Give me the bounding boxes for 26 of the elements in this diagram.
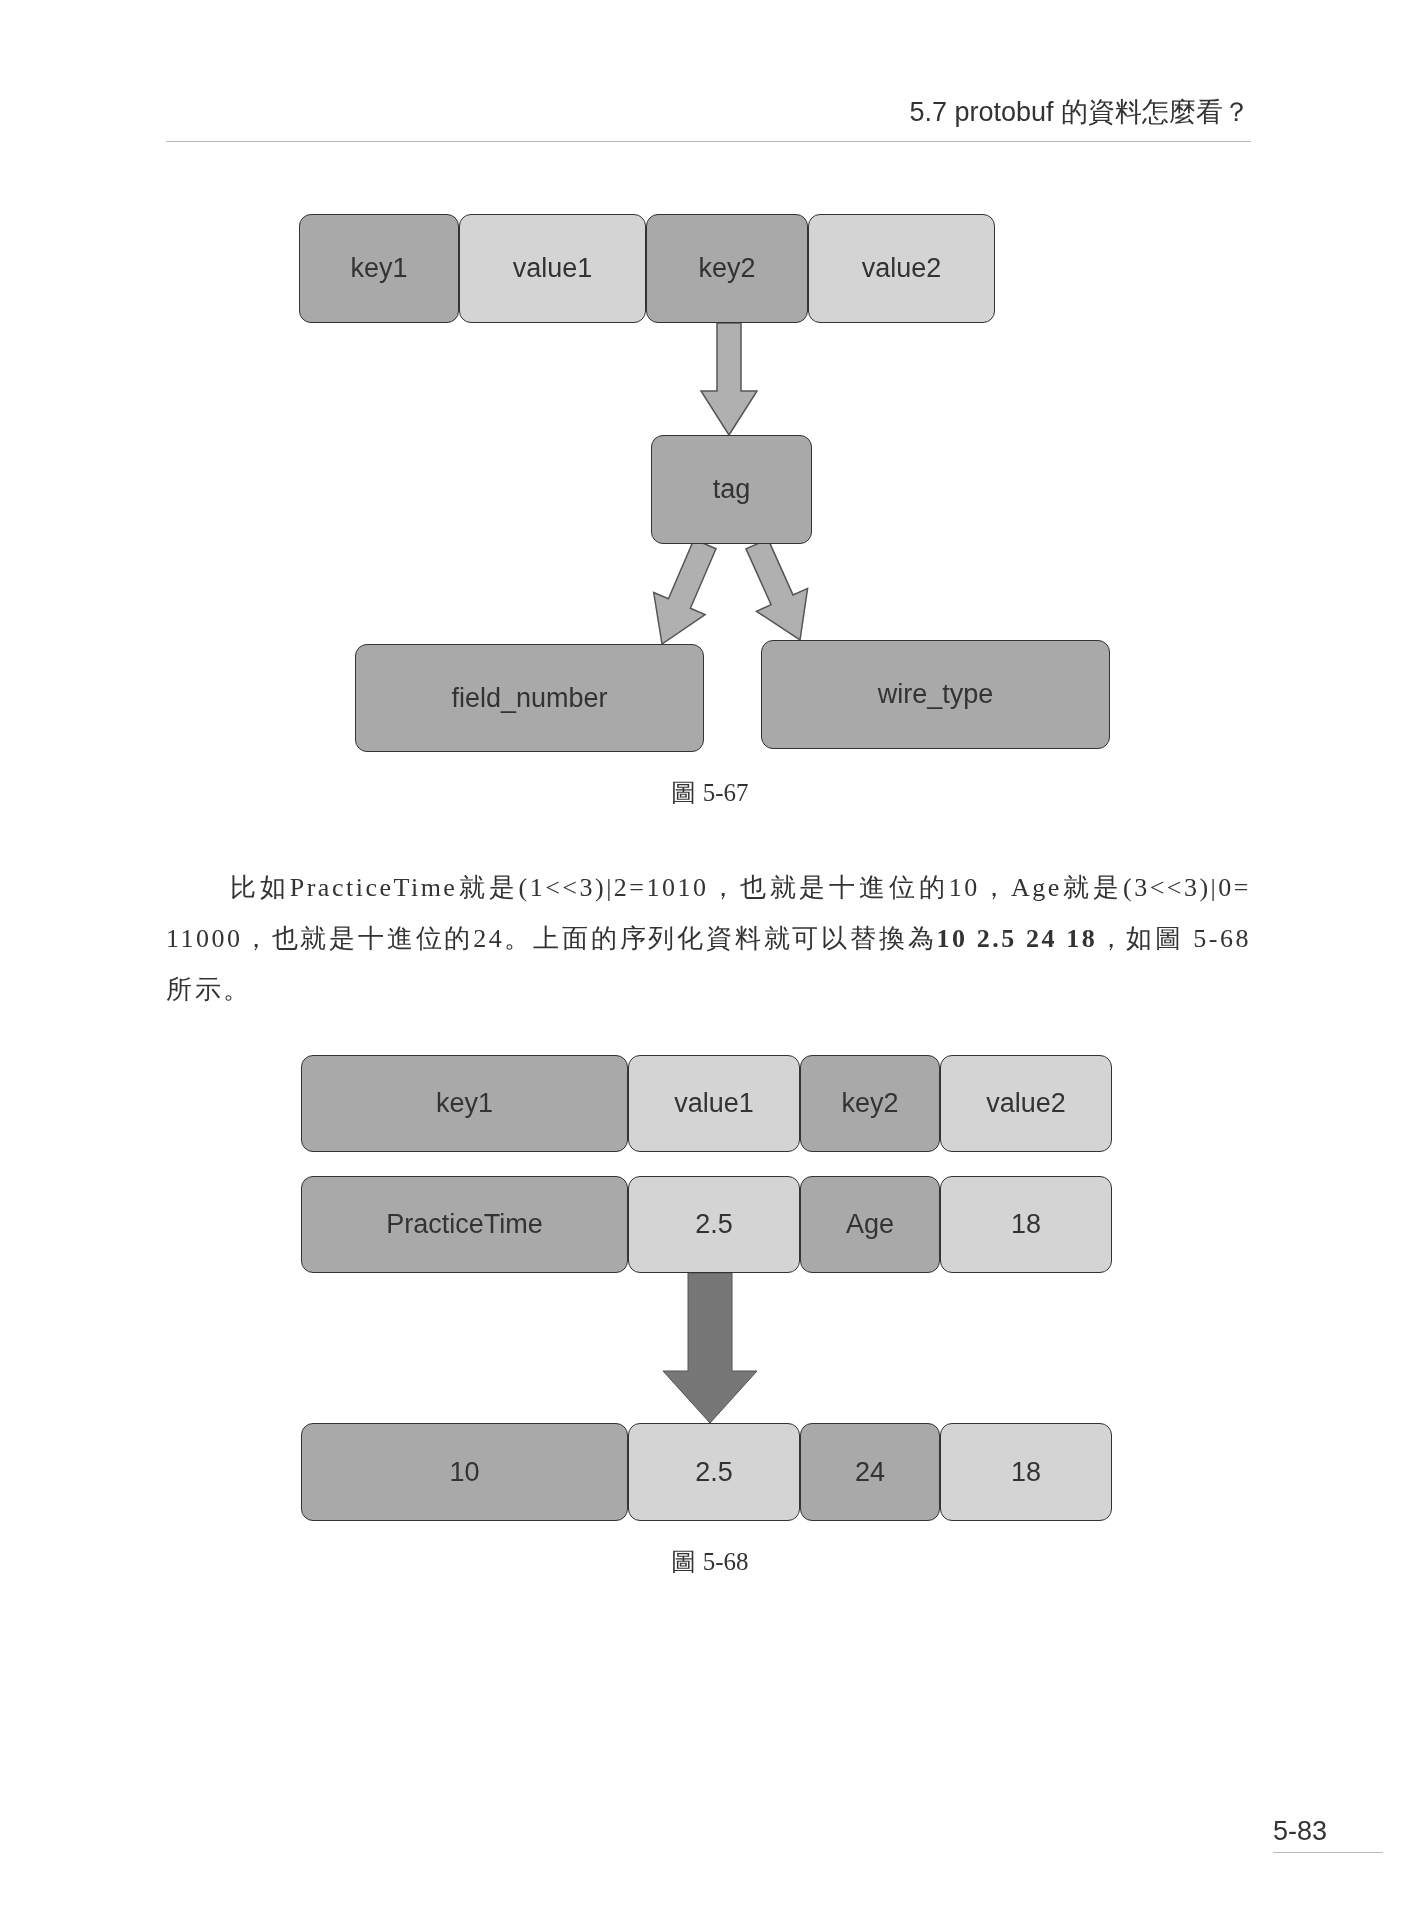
field-box: Age <box>800 1176 940 1273</box>
field-box: key1 <box>299 214 459 323</box>
field-box: 18 <box>940 1423 1112 1521</box>
field-box: value1 <box>628 1055 800 1152</box>
field-box: key2 <box>646 214 808 323</box>
figure-caption: 圖 5-68 <box>670 1547 750 1577</box>
running-header: 5.7 protobuf 的資料怎麼看？ <box>908 96 1250 129</box>
block-arrow <box>699 322 759 437</box>
field-box: 2.5 <box>628 1423 800 1521</box>
field-box: wire_type <box>761 640 1110 749</box>
body-paragraph: 比如PracticeTime就是(1<<3)|2=1010，也就是十進位的10，Age就是(3<<3)|0= 11000，也就是十進位的24。上面的序列化資料就可以替換為10 2.5 24 18，如圖 5-68 所示。 <box>166 872 1251 1006</box>
block-arrow <box>662 1272 758 1424</box>
field-box: tag <box>651 435 812 544</box>
field-box: field_number <box>355 644 704 752</box>
page-number: 5-83 <box>1273 1816 1329 1847</box>
field-box: 18 <box>940 1176 1112 1273</box>
field-box: key1 <box>301 1055 628 1152</box>
field-box: value1 <box>459 214 646 323</box>
field-box: key2 <box>800 1055 940 1152</box>
field-box: 10 <box>301 1423 628 1521</box>
field-box: 24 <box>800 1423 940 1521</box>
field-box: value2 <box>940 1055 1112 1152</box>
field-box: PracticeTime <box>301 1176 628 1273</box>
field-box: 2.5 <box>628 1176 800 1273</box>
field-box: value2 <box>808 214 995 323</box>
figure-caption: 圖 5-67 <box>670 778 750 808</box>
